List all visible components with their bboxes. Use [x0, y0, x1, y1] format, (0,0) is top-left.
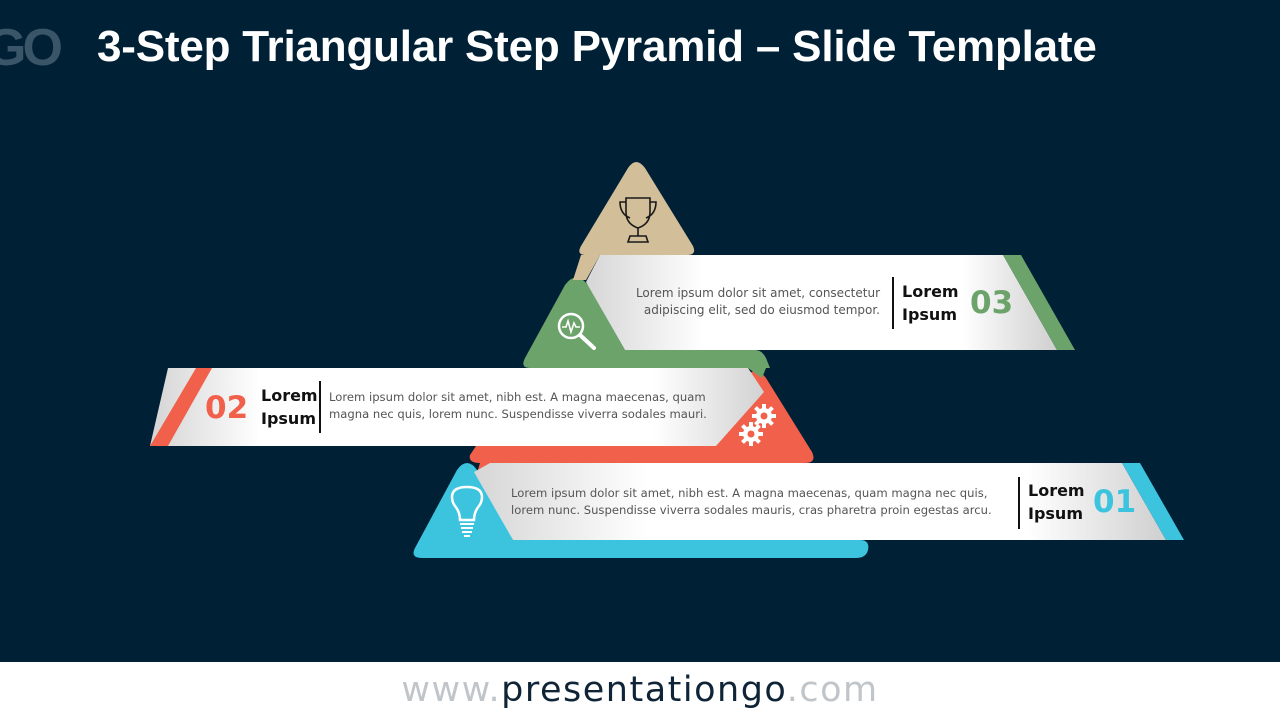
footer-brand: presentationgo [501, 670, 787, 710]
step-2-shape [469, 371, 814, 463]
step-1-separator [1018, 477, 1020, 529]
footer-tld: .com [786, 670, 879, 710]
step-1-accent [1122, 463, 1184, 540]
step-3-separator [892, 277, 894, 329]
step-3-accent [1003, 255, 1075, 350]
footer-www: www. [401, 670, 502, 710]
step-1-number: 01 [1093, 484, 1137, 520]
footer-url[interactable]: www.presentationgo.com [0, 670, 1280, 710]
step-1-label: Lorem Ipsum [1028, 481, 1085, 523]
step-3-banner [586, 255, 1057, 350]
slide: GO 3-Step Triangular Step Pyramid – Slid… [0, 19, 1184, 558]
footer: www.presentationgo.com [0, 662, 1280, 720]
pyramid-top-triangle [579, 162, 695, 255]
step-2-label: Lorem Ipsum [261, 386, 318, 428]
step-1-banner [474, 463, 1166, 540]
pyramid-diagram [150, 162, 1184, 558]
logo-fragment: GO [0, 19, 63, 77]
step-1-shape [413, 463, 869, 558]
step-1-description: Lorem ipsum dolor sit amet, nibh est. A … [511, 486, 992, 517]
step-3-label: Lorem Ipsum [902, 282, 959, 324]
step-2-number: 02 [205, 390, 249, 426]
slide-title: 3-Step Triangular Step Pyramid – Slide T… [97, 22, 1097, 71]
trophy-icon [619, 197, 657, 243]
step-2-description: Lorem ipsum dolor sit amet, nibh est. A … [329, 390, 707, 421]
step-3-number: 03 [970, 285, 1014, 321]
step-2-banner [150, 368, 764, 446]
step-3-shape [523, 277, 770, 368]
step-2-separator [319, 381, 321, 433]
lightbulb-icon [450, 485, 484, 537]
gears-icon [739, 404, 776, 446]
step-3-description: Lorem ipsum dolor sit amet, consectetur … [635, 286, 880, 317]
magnifier-pulse-icon [557, 312, 596, 350]
step-2-accent [150, 368, 212, 446]
